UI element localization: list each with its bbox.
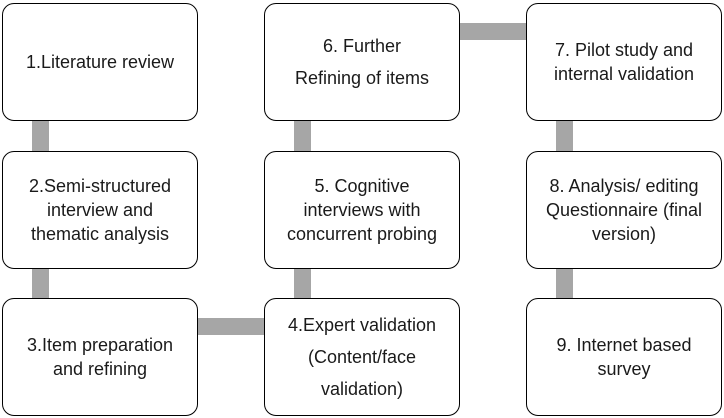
step-label-1: 1.Literature review [26, 50, 174, 74]
connector-7-8 [556, 119, 573, 152]
step-text: concurrent probing [286, 224, 438, 244]
step-text: thematic analysis [30, 224, 170, 244]
step-text: 8. Analysis/ editing [549, 176, 699, 196]
step-text: internal validation [553, 64, 695, 84]
step-label-5: 5. Cognitive interviews with concurrent … [287, 174, 437, 246]
step-text: Refining of items [294, 68, 430, 88]
connector-6-7 [460, 23, 526, 40]
step-label-4: 4.Expert validation (Content/face valida… [288, 309, 436, 405]
step-text: interview and [46, 200, 154, 220]
step-text: 4.Expert validation [287, 315, 437, 335]
step-text: 2.Semi-structured [28, 176, 172, 196]
step-box-9: 9. Internet based survey [526, 298, 722, 416]
step-label-6: 6. Further Refining of items [295, 30, 429, 94]
step-text: 1.Literature review [25, 52, 175, 72]
step-label-8: 8. Analysis/ editing Questionnaire (fina… [546, 174, 702, 246]
step-label-9: 9. Internet based survey [556, 333, 691, 381]
step-text: interviews with [303, 200, 421, 220]
connector-1-2 [32, 119, 49, 152]
connector-4-5 [294, 268, 311, 299]
connector-3-4 [198, 318, 266, 335]
step-label-7: 7. Pilot study and internal validation [554, 38, 694, 86]
step-box-4: 4.Expert validation (Content/face valida… [264, 298, 460, 416]
step-text: and refining [52, 359, 148, 379]
step-text: survey [597, 359, 651, 379]
step-text: 9. Internet based [556, 335, 692, 355]
step-text: Questionnaire (final [545, 200, 703, 220]
step-box-2: 2.Semi-structured interview and thematic… [2, 151, 198, 269]
step-text: 3.Item preparation [26, 335, 174, 355]
step-box-6: 6. Further Refining of items [264, 3, 460, 121]
step-text: (Content/face [307, 347, 417, 367]
connector-2-3 [32, 268, 49, 299]
connector-8-9 [556, 268, 573, 299]
step-text: 7. Pilot study and [554, 40, 694, 60]
step-box-5: 5. Cognitive interviews with concurrent … [264, 151, 460, 269]
step-text: version) [591, 224, 657, 244]
step-box-1: 1.Literature review [2, 3, 198, 121]
step-text: validation) [320, 379, 404, 399]
connector-5-6 [294, 119, 311, 152]
step-box-3: 3.Item preparation and refining [2, 298, 198, 416]
step-label-3: 3.Item preparation and refining [27, 333, 173, 381]
step-box-7: 7. Pilot study and internal validation [526, 3, 722, 121]
step-box-8: 8. Analysis/ editing Questionnaire (fina… [526, 151, 722, 269]
step-label-2: 2.Semi-structured interview and thematic… [29, 174, 171, 246]
step-text: 6. Further [322, 36, 402, 56]
step-text: 5. Cognitive [314, 176, 410, 196]
